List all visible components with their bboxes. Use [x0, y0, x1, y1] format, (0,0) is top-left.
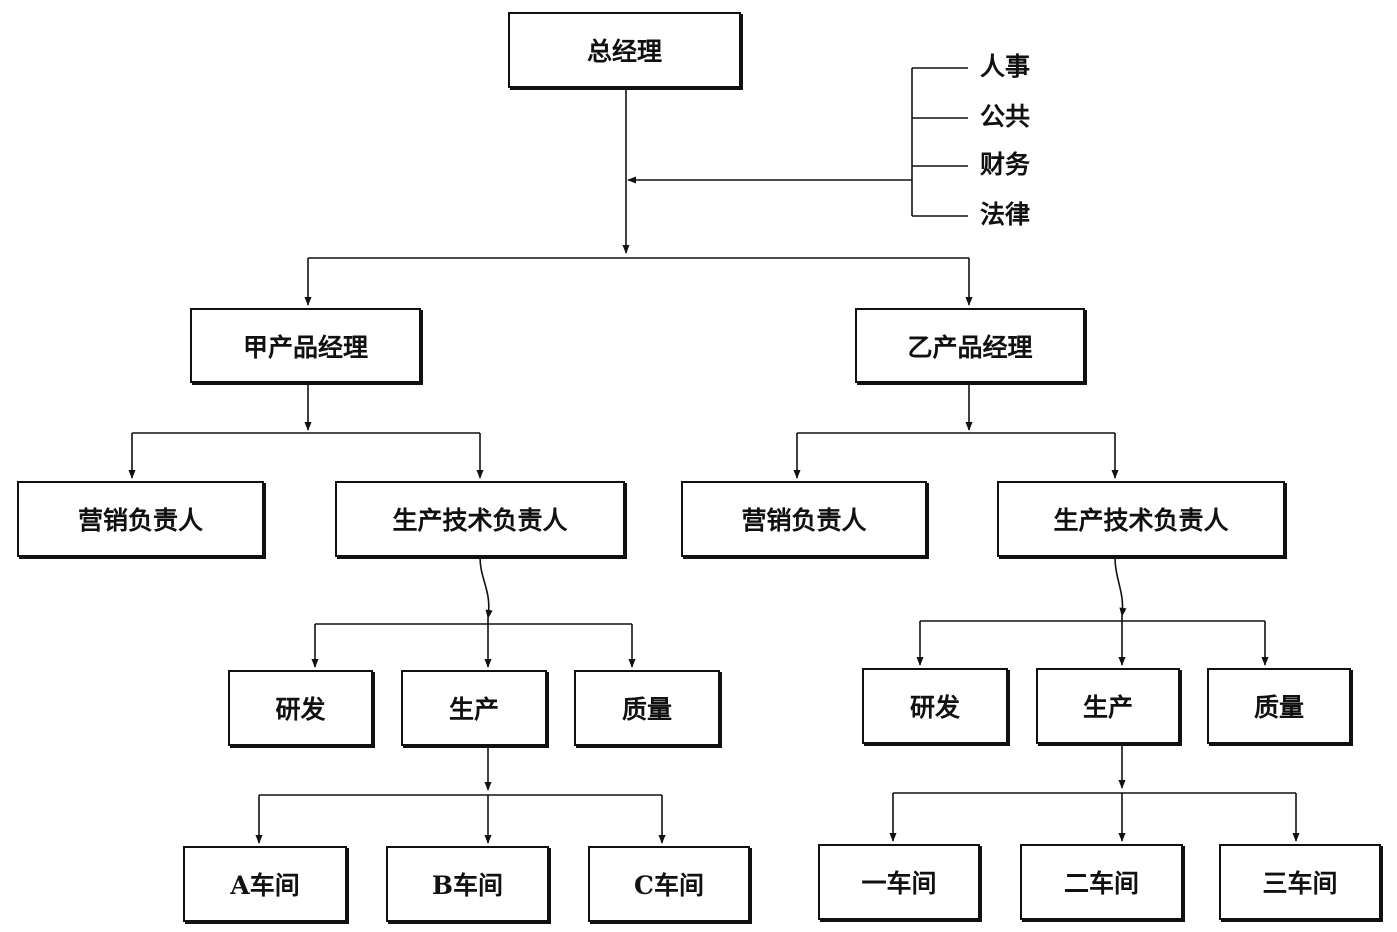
right-rd-box: 研发: [862, 668, 1008, 744]
right-production-label: 生产: [1082, 693, 1133, 722]
workshop-b-label: B车间: [431, 871, 504, 900]
staff-legal: 法律: [980, 200, 1031, 229]
left-marketing-label: 营销负责人: [77, 506, 203, 535]
workshop-3-box: 三车间: [1219, 844, 1381, 920]
product-b-manager-label: 乙产品经理: [907, 332, 1033, 362]
workshop-3-label: 三车间: [1262, 869, 1338, 898]
left-rd-box: 研发: [228, 670, 373, 746]
right-marketing-box: 营销负责人: [681, 481, 927, 557]
workshop-b-box: B车间: [386, 846, 549, 922]
workshop-1-box: 一车间: [818, 844, 980, 920]
product-a-manager-box: 甲产品经理: [190, 308, 421, 383]
left-marketing-box: 营销负责人: [17, 481, 264, 557]
workshop-c-box: C车间: [588, 846, 750, 922]
right-quality-label: 质量: [1253, 693, 1304, 722]
left-quality-box: 质量: [574, 670, 720, 746]
right-tech-box: 生产技术负责人: [997, 481, 1285, 557]
staff-public: 公共: [980, 102, 1031, 131]
product-a-manager-label: 甲产品经理: [242, 332, 368, 362]
right-tech-label: 生产技术负责人: [1053, 506, 1229, 535]
workshop-2-box: 二车间: [1020, 844, 1183, 920]
right-quality-box: 质量: [1207, 668, 1351, 744]
workshop-a-label: A车间: [230, 871, 300, 900]
workshop-c-label: C车间: [634, 871, 704, 900]
workshop-2-label: 二车间: [1063, 869, 1139, 898]
left-production-label: 生产: [448, 695, 499, 724]
staff-finance: 财务: [980, 150, 1031, 179]
right-marketing-label: 营销负责人: [741, 506, 867, 535]
general-manager-label: 总经理: [586, 37, 662, 66]
left-quality-label: 质量: [621, 695, 672, 724]
right-production-box: 生产: [1036, 668, 1180, 744]
right-rd-label: 研发: [909, 693, 960, 722]
left-production-box: 生产: [401, 670, 547, 746]
left-tech-label: 生产技术负责人: [392, 506, 568, 535]
general-manager-box: 总经理: [508, 12, 741, 88]
workshop-a-box: A车间: [183, 846, 347, 922]
workshop-1-label: 一车间: [861, 869, 937, 898]
product-b-manager-box: 乙产品经理: [855, 308, 1085, 383]
left-rd-label: 研发: [275, 695, 326, 724]
staff-hr: 人事: [980, 52, 1031, 81]
left-tech-box: 生产技术负责人: [335, 481, 625, 557]
